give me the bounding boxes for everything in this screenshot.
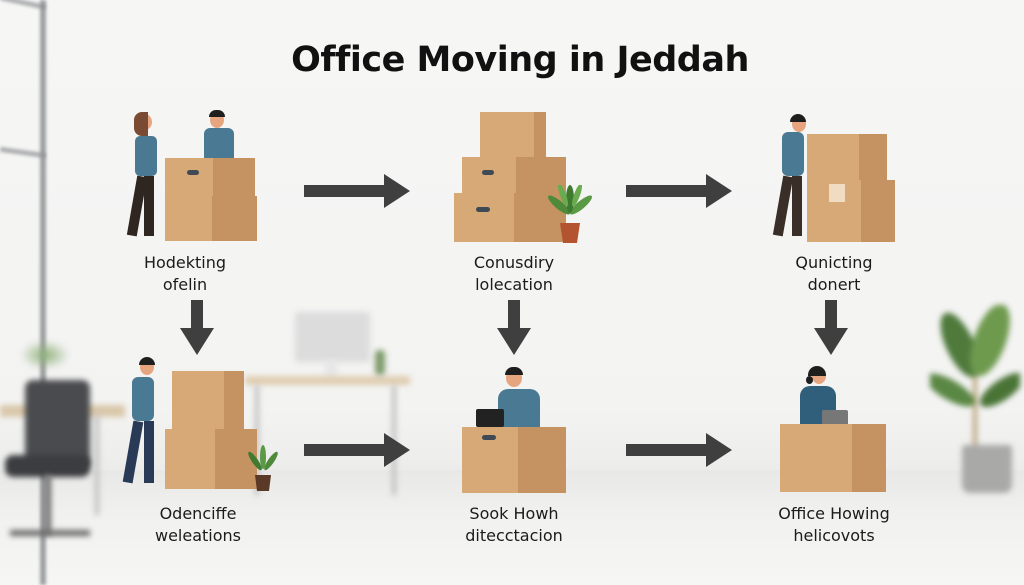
- cardboard-box: [165, 429, 257, 489]
- laptop-icon: [822, 410, 848, 425]
- cardboard-box: [462, 157, 566, 193]
- step-4-illustration: [120, 355, 285, 495]
- person-hair: [505, 367, 523, 375]
- person-hair-bun: [806, 376, 813, 384]
- person-hair: [139, 357, 155, 365]
- person-leg: [122, 420, 144, 484]
- arrow-down-icon: [814, 300, 848, 355]
- cardboard-box: [165, 158, 255, 198]
- background-plant-left: [20, 340, 70, 370]
- step-6-illustration: [778, 362, 888, 494]
- shipping-label: [829, 184, 845, 202]
- background-desk-center: [245, 376, 410, 385]
- arrow-down-icon: [180, 300, 214, 355]
- person-hair: [790, 114, 806, 122]
- person-shirt: [204, 128, 234, 158]
- person-hair: [209, 110, 225, 117]
- arrow-right-icon: [626, 174, 732, 208]
- small-background-plant: [375, 350, 385, 375]
- arrow-right-icon: [304, 174, 410, 208]
- cardboard-box: [780, 424, 886, 492]
- person-leg: [144, 421, 154, 483]
- person-shirt: [782, 132, 804, 176]
- step-6-label: Office Howing helicovots: [778, 504, 890, 545]
- step-4-label: Odenciffe weleations: [154, 504, 241, 545]
- potted-plant-icon: [547, 185, 593, 243]
- cardboard-box: [807, 134, 887, 182]
- person-hair: [808, 366, 826, 376]
- potted-plant-icon: [248, 445, 278, 491]
- desk-leg: [95, 415, 99, 515]
- person-shirt: [498, 389, 540, 429]
- background-monitor: [295, 312, 370, 362]
- cardboard-box: [462, 427, 566, 493]
- person-leg: [792, 176, 802, 236]
- person-leg: [772, 175, 794, 237]
- monitor-stand: [325, 360, 337, 378]
- laptop-icon: [476, 409, 504, 427]
- cardboard-box: [807, 180, 895, 242]
- person-shirt: [132, 377, 154, 421]
- person-leg: [144, 176, 154, 236]
- background-plant-right: [930, 305, 1020, 455]
- step-1-illustration: [120, 108, 265, 243]
- arrow-right-icon: [304, 433, 410, 467]
- arrow-right-icon: [626, 433, 732, 467]
- arrow-down-icon: [497, 300, 531, 355]
- step-2-label: Conusdiry lolecation: [473, 253, 555, 294]
- step-5-illustration: [460, 365, 570, 495]
- step-2-illustration: [450, 110, 600, 245]
- step-1-label: Hodekting ofelin: [143, 253, 227, 294]
- person-hair: [134, 112, 148, 136]
- cardboard-box: [165, 196, 257, 241]
- office-chair-stem: [45, 475, 51, 535]
- cardboard-box: [480, 112, 546, 158]
- plant-pot-right: [962, 445, 1012, 493]
- window-frame: [40, 0, 46, 585]
- step-3-label: Qunicting donert: [795, 253, 873, 294]
- person-shirt: [135, 136, 157, 176]
- office-chair-base: [10, 530, 90, 536]
- page-title: Office Moving in Jeddah: [291, 40, 749, 80]
- step-5-label: Sook Howh ditecctacion: [465, 504, 563, 545]
- step-3-illustration: [770, 110, 900, 245]
- desk-leg: [255, 385, 259, 495]
- cardboard-box: [172, 371, 244, 429]
- office-chair-seat: [5, 455, 90, 477]
